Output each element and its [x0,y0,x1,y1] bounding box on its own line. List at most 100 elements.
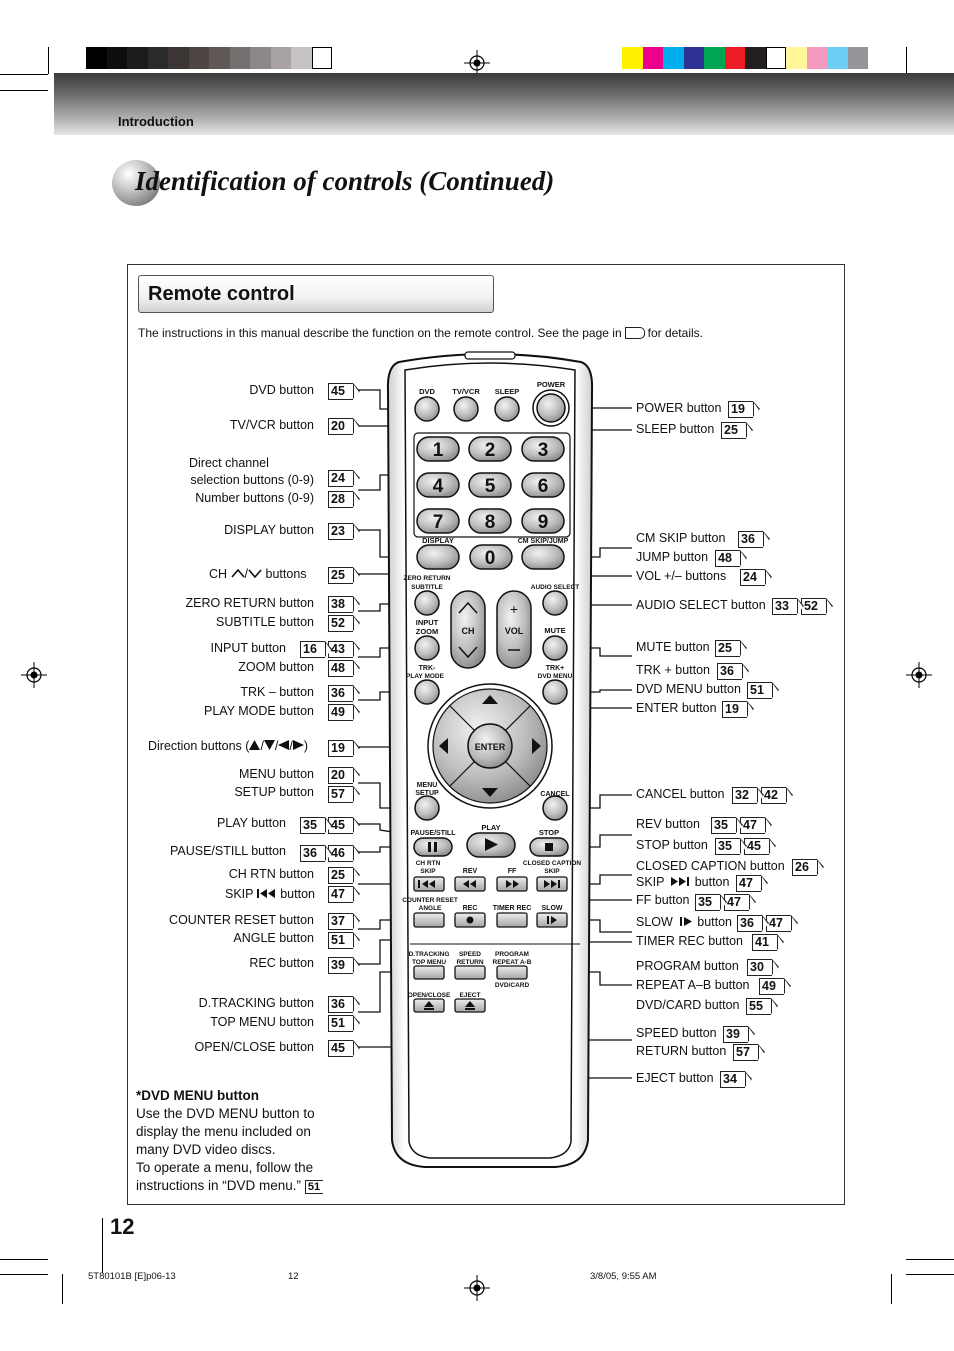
page-ref-number: 36 [741,532,755,546]
callout-label-tvvcr: TV/VCR button [229,418,314,432]
page-ref: 43 [328,641,360,658]
page-ref-number: 47 [743,818,757,832]
dvd-menu-label: DVD MENU [538,673,573,680]
tvvcr-button[interactable] [453,396,479,422]
pause-button[interactable] [413,837,453,857]
number-button-9[interactable] [521,508,565,534]
dpad-up-icon [482,695,498,704]
mute-button[interactable] [542,635,568,661]
program-button[interactable] [496,965,528,980]
digit-label: 5 [485,476,496,497]
timer-rec-button[interactable] [496,912,528,928]
page-ref: 16 [300,641,332,658]
callout-label-rec: REC button [249,956,314,970]
pause-icon [434,842,437,852]
callout-label-play: PLAY button [216,816,286,830]
page-ref: 42 [761,787,793,804]
menu-button[interactable] [414,795,440,821]
number-button-4[interactable] [416,472,460,498]
page-ref-number: 19 [731,402,745,416]
eject-icon [465,1008,475,1010]
page-ref-number: 49 [762,979,776,993]
page-ref-number: 37 [331,914,345,928]
eject-label: EJECT [460,992,481,999]
number-button-0[interactable] [469,544,513,570]
intro-text: The instructions in this manual describe… [138,326,703,340]
enter-button[interactable] [467,723,513,769]
crop-mark [0,90,48,91]
page-ref: 36 [738,531,770,548]
callout-label-skip: SKIP button [225,887,315,901]
page-ref: 36 [737,915,769,932]
play-mode-label: PLAY MODE [406,673,445,680]
number-button-7[interactable] [416,508,460,534]
callout-label-cmskip: CM SKIP button [636,531,726,545]
pause-label: PAUSE/STILL [411,830,457,837]
audio-select-button[interactable] [542,590,568,616]
callout-label-direction: Direction buttons (///) [148,739,308,753]
ch-label: CH [462,626,475,636]
ch-down-icon [458,646,478,659]
callout-label-closed-caption: CLOSED CAPTION button [636,859,785,873]
digit-label: 2 [485,440,496,461]
number-button-3[interactable] [521,436,565,462]
registration-mark [464,1275,490,1301]
skip-text: SKIP [636,875,665,889]
section-heading: Remote control [148,283,295,305]
number-button-5[interactable] [468,472,512,498]
page-ref: 36 [717,663,749,680]
callout-label-dvdmenu: DVD MENU button [636,682,741,696]
counter-reset-button[interactable] [413,912,445,928]
page-ref-number: 33 [775,599,789,613]
callout-label-pause: PAUSE/STILL button [169,844,286,858]
callout-label-repeat: REPEAT A–B button [636,978,750,992]
trk-plus-button[interactable] [542,679,568,705]
power-button[interactable] [536,393,566,423]
footer-file: 5T80101B [E]p06-13 [88,1271,176,1282]
callout-label-trkplus: TRK + button [636,663,710,677]
number-button-2[interactable] [468,436,512,462]
trk-minus-button[interactable] [414,679,440,705]
ch-slash: / [244,567,249,581]
number-button-1[interactable] [416,436,460,462]
rev-icon [470,880,476,888]
page-ref-number: 36 [303,846,317,860]
callout-label-dvd: DVD button [249,383,314,397]
display-button[interactable] [416,544,460,570]
input-button[interactable] [414,635,440,661]
page-ref-number: 19 [331,741,345,755]
cancel-button[interactable] [542,795,568,821]
digit-label: 6 [538,476,549,497]
sleep-label: SLEEP [495,387,520,396]
sleep-button[interactable] [494,396,520,422]
page-ref-number: 52 [331,616,345,630]
speed-button[interactable] [454,965,486,980]
number-button-8[interactable] [468,508,512,534]
color-swatch [704,47,725,69]
color-swatch [642,47,663,69]
number-button-6[interactable] [521,472,565,498]
page-ref-number: 38 [331,597,345,611]
page-ref: 24 [328,470,360,487]
page-ref: 51 [747,682,779,699]
callout-label-jump: JUMP button [636,550,709,564]
callout-label-dtrack: D.TRACKING button [198,996,314,1010]
vol-rocker[interactable] [496,590,532,669]
page-ref: 49 [328,704,360,721]
zero-return-button[interactable] [414,590,440,616]
page-ref: 19 [728,401,760,418]
dvd-button[interactable] [414,396,440,422]
rec-label: REC [463,905,478,912]
note-body-2: To operate a menu, follow the instructio… [136,1159,336,1195]
counter-reset-label: COUNTER RESET [402,897,458,904]
color-swatch [745,47,766,69]
section-label: Introduction [118,114,194,129]
trk-minus-label: TRK- [419,665,436,672]
ch-rocker[interactable] [450,590,486,669]
dtracking-button[interactable] [413,965,445,980]
cmskip-button[interactable] [521,544,565,570]
slow-icon [547,916,549,924]
dpad-down-icon [482,788,498,797]
page-ref-number: 24 [743,570,757,584]
gray-swatch [270,47,291,69]
